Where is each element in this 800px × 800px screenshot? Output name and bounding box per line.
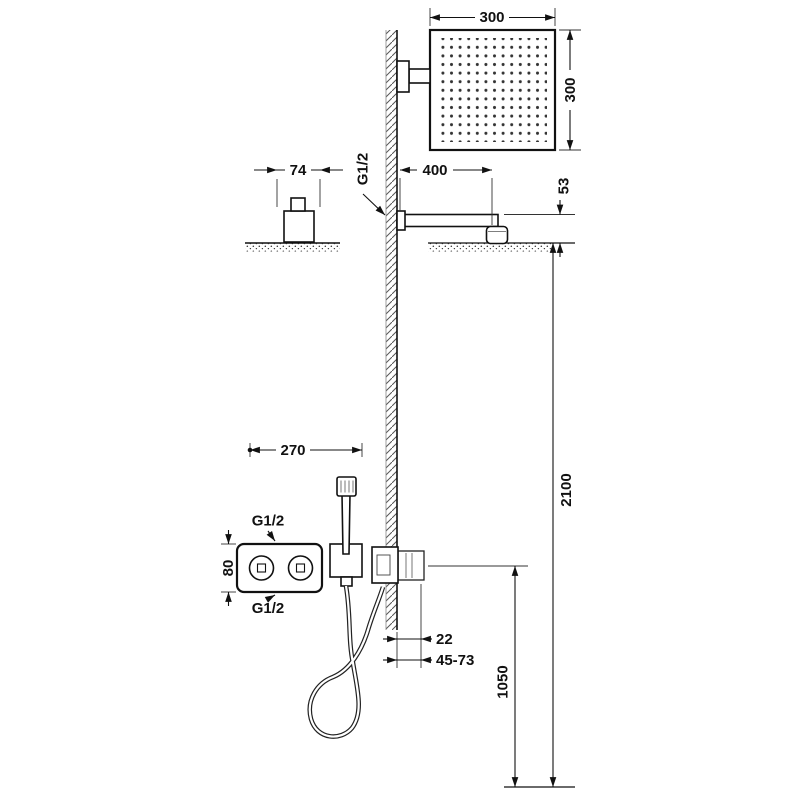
dim-arm-drop: 53 — [504, 178, 575, 257]
ceiling-shower-arm — [283, 197, 315, 243]
dim-outlet-depth-label: 45-73 — [436, 652, 474, 669]
reference-band-left — [245, 242, 340, 252]
dim-head-width-label: 300 — [479, 9, 504, 26]
dim-total-height-label: 2100 — [558, 473, 575, 506]
wall-outlet-elbow — [371, 546, 425, 584]
shower-head — [428, 28, 557, 152]
wall-hatching — [385, 30, 398, 630]
dim-head-height-label: 300 — [562, 77, 579, 102]
thermostatic-mixer — [235, 542, 324, 594]
dim-total-height: 2100 — [549, 243, 575, 787]
wall-shower-arm — [396, 210, 509, 245]
hand-shower — [336, 476, 357, 587]
shower-head-spray-face — [438, 38, 547, 142]
dim-outlet-height: 1050 — [428, 565, 528, 787]
mixer-bottom-thread-callout: G1/2 — [252, 594, 285, 617]
dim-mixer-offset: 270 — [247, 442, 363, 459]
dim-ceiling-arm-width: 74 — [254, 162, 343, 207]
dim-outlet-projection-label: 22 — [436, 631, 453, 648]
wall-thread-label: G1/2 — [355, 153, 372, 186]
hose-nut — [340, 576, 353, 587]
mixer-top-thread-label: G1/2 — [252, 513, 285, 530]
dim-head-height: 300 — [559, 29, 581, 151]
shower-hose — [307, 585, 386, 739]
dim-wall-arm-length: 400 — [399, 162, 493, 225]
wall-thread-callout: G1/2 — [355, 153, 386, 216]
dim-arm-drop-label: 53 — [556, 178, 573, 195]
mixer-bottom-thread-label: G1/2 — [252, 600, 285, 617]
dim-mixer-height-label: 80 — [220, 560, 237, 577]
dim-ceiling-arm-width-label: 74 — [290, 162, 307, 179]
dim-mixer-offset-label: 270 — [280, 442, 305, 459]
dim-outlet-depth: 45-73 — [383, 652, 474, 669]
dim-wall-arm-length-label: 400 — [422, 162, 447, 179]
mixer-top-thread-callout: G1/2 — [252, 513, 285, 542]
dim-mixer-height: 80 — [220, 530, 237, 606]
shower-arm-top — [396, 60, 431, 93]
dim-outlet-height-label: 1050 — [495, 665, 512, 698]
dim-head-width: 300 — [429, 8, 556, 26]
dim-outlet-projection: 22 — [383, 584, 453, 668]
